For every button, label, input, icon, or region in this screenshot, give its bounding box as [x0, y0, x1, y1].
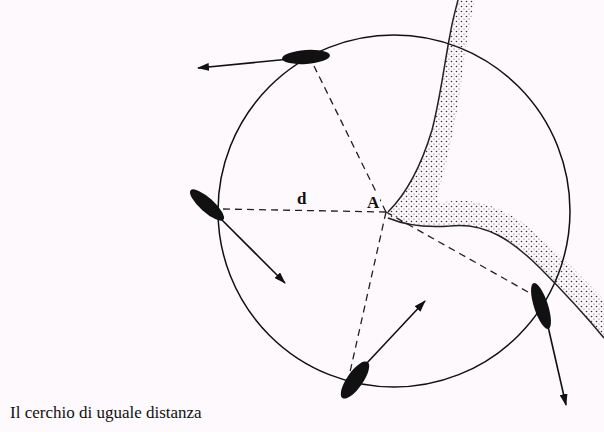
boats	[186, 48, 555, 402]
coast-edge	[388, 218, 604, 338]
coastline	[388, 0, 604, 338]
distance-label: d	[296, 190, 307, 207]
coast-edge	[388, 0, 458, 212]
radius-lines	[222, 66, 528, 372]
point-label: A	[366, 194, 380, 211]
heading-arrows	[198, 59, 566, 405]
caption: Il cerchio di uguale distanza	[10, 404, 202, 421]
